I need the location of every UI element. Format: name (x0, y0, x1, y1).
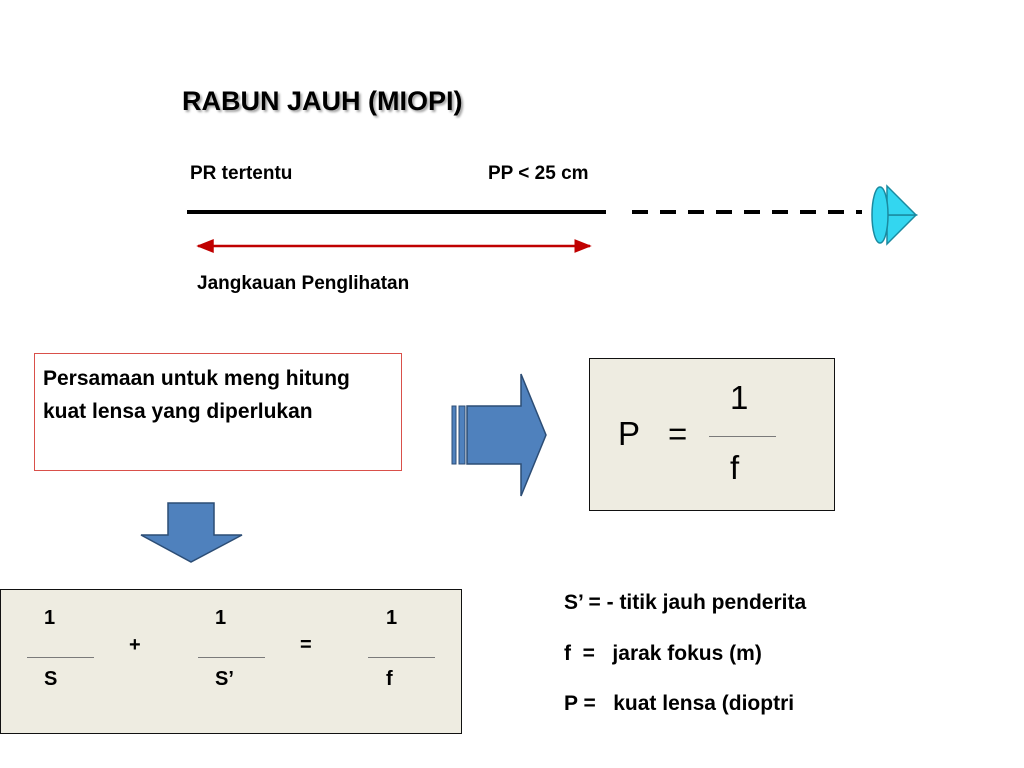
legend-s-prime: S’ = - titik jauh penderita (564, 591, 807, 614)
down-arrow-icon (140, 502, 243, 563)
power-fraction-bar (709, 436, 776, 437)
term3-bar (368, 657, 435, 658)
term1-denominator: S (44, 668, 58, 690)
right-arrow-icon (451, 373, 547, 497)
power-formula-box: P = 1 f (589, 358, 835, 511)
term1-numerator: 1 (44, 607, 56, 629)
term2-denominator: S’ (215, 668, 234, 690)
term1-bar (27, 657, 94, 658)
term3-numerator: 1 (386, 607, 398, 629)
slide-title: RABUN JAUH (MIOPI) (182, 86, 463, 116)
term2-bar (198, 657, 265, 658)
term2-numerator: 1 (215, 607, 227, 629)
plus-sign: + (129, 634, 141, 656)
legend-p: P = kuat lensa (dioptri (564, 692, 795, 715)
term3-denominator: f (386, 668, 393, 690)
equation-prompt: Persamaan untuk meng hitung kuat lensa y… (34, 353, 402, 471)
lens-formula-box: 1 S + 1 S’ = 1 f (0, 589, 462, 734)
power-equals: = (668, 415, 688, 452)
eye-icon (871, 184, 918, 246)
equals-sign: = (300, 634, 312, 656)
power-denominator: f (730, 449, 740, 486)
pr-label: PR tertentu (190, 163, 293, 184)
legend-f: f = jarak fokus (m) (564, 642, 762, 665)
power-symbol: P (618, 415, 641, 452)
range-label: Jangkauan Penglihatan (197, 273, 410, 294)
pp-label: PP < 25 cm (488, 163, 589, 184)
power-numerator: 1 (730, 379, 749, 416)
